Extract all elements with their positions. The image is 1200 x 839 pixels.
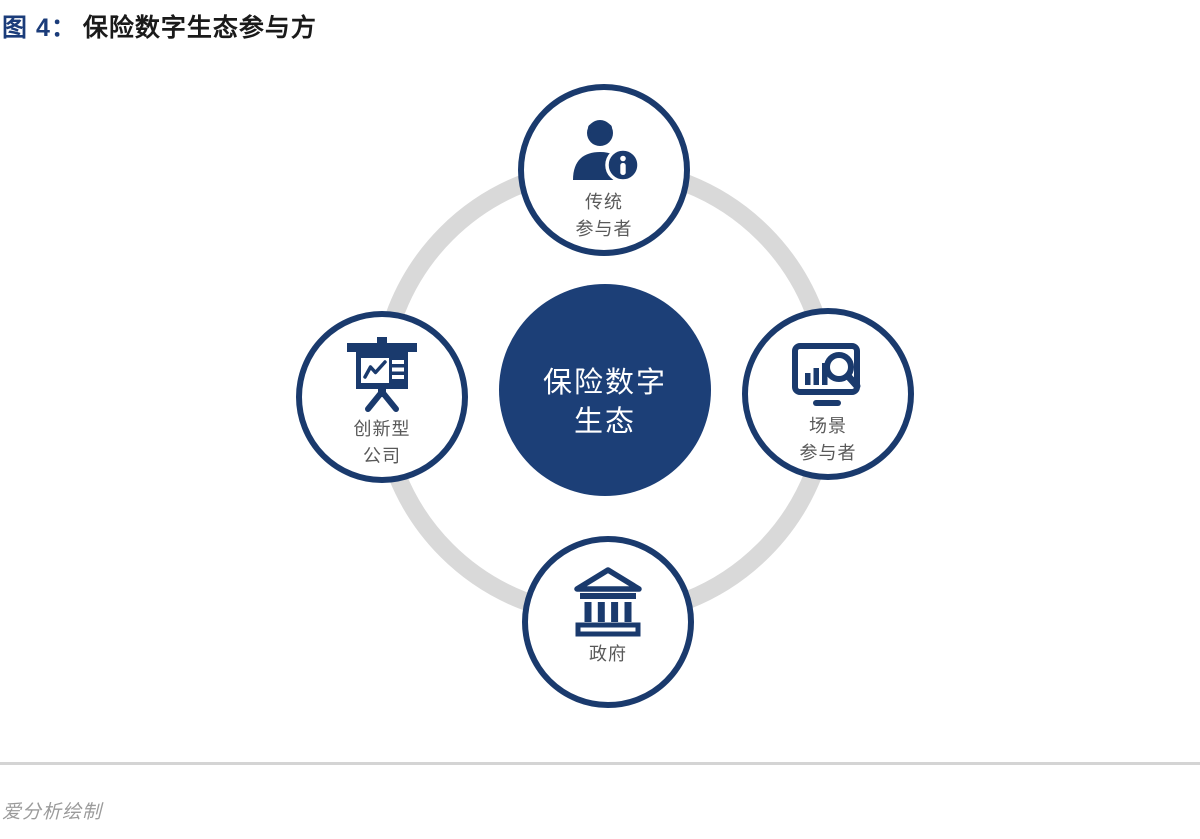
- node-label: 传统 参与者: [576, 189, 633, 243]
- presentation-chart-icon: [342, 333, 422, 413]
- node-innovative-companies: 创新型 公司: [296, 311, 468, 483]
- figure-title-text: 保险数字生态参与方: [82, 14, 317, 42]
- node-label-line1: 传统: [585, 192, 623, 212]
- user-info-icon: [564, 106, 644, 186]
- footer-divider: [0, 762, 1200, 765]
- node-label: 政府: [589, 641, 627, 668]
- monitor-search-icon: [788, 330, 868, 410]
- ecosystem-diagram: 传统 参与者 场景 参与者: [296, 84, 914, 708]
- node-label-line2: 参与者: [799, 443, 857, 463]
- bank-icon: [567, 558, 649, 638]
- credit-text: 爱分析绘制: [2, 802, 103, 823]
- center-label-line2: 生态: [573, 406, 636, 438]
- center-node-insurance-digital-ecosystem: 保险数字 生态: [499, 284, 711, 496]
- center-label-line1: 保险数字: [542, 367, 667, 399]
- figure-title: 图 4：保险数字生态参与方: [2, 8, 317, 44]
- node-label-line1: 政府: [589, 644, 627, 664]
- figure-number: 图 4：: [2, 14, 77, 42]
- node-scene-participants: 场景 参与者: [742, 308, 914, 480]
- node-label: 创新型 公司: [354, 416, 411, 470]
- node-government: 政府: [522, 536, 694, 708]
- node-traditional-participants: 传统 参与者: [518, 84, 690, 256]
- node-label: 场景 参与者: [800, 413, 857, 467]
- node-label-line1: 场景: [809, 416, 847, 436]
- node-label-line2: 参与者: [575, 219, 633, 239]
- node-label-line2: 公司: [363, 446, 401, 466]
- node-label-line1: 创新型: [353, 419, 411, 439]
